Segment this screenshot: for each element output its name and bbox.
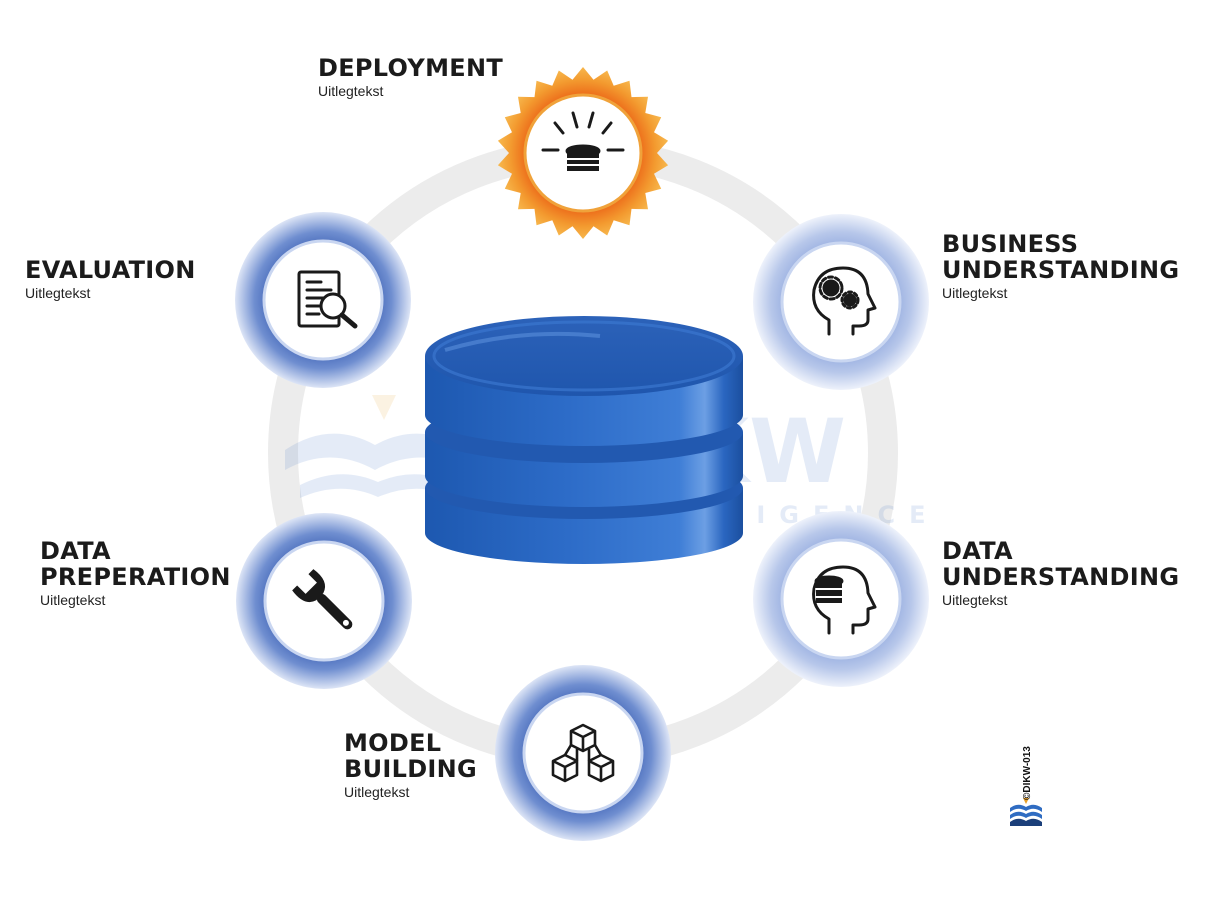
- stage-subtitle: Uitlegtekst: [25, 285, 91, 301]
- copyright-text: ©DIKW-013: [1022, 738, 1036, 804]
- document-magnifier-icon: [297, 270, 358, 329]
- stage-title: BUSINESS UNDERSTANDING: [942, 230, 1180, 284]
- dikw-logo: [1010, 798, 1042, 826]
- stage-node-data-understanding[interactable]: [753, 511, 929, 687]
- stage-node-business-understanding[interactable]: [753, 214, 929, 390]
- database-broadcast-icon: [541, 111, 625, 171]
- label-evaluation: EVALUATION Uitlegtekst: [25, 257, 196, 302]
- stage-title: DEPLOYMENT: [318, 54, 504, 82]
- stage-title: MODEL BUILDING: [344, 729, 478, 783]
- cubes-icon: [551, 723, 615, 783]
- stage-subtitle: Uitlegtekst: [942, 592, 1008, 608]
- label-business-understanding: BUSINESS UNDERSTANDING Uitlegtekst: [942, 231, 1179, 302]
- stage-node-deployment[interactable]: [497, 67, 669, 239]
- stage-title: DATA UNDERSTANDING: [942, 537, 1180, 591]
- label-data-understanding: DATA UNDERSTANDING Uitlegtekst: [942, 538, 1179, 609]
- stage-node-data-preperation[interactable]: [236, 513, 412, 689]
- database-graphic: [425, 316, 743, 564]
- head-database-icon: [812, 565, 877, 635]
- label-model-building: MODEL BUILDING Uitlegtekst: [344, 730, 477, 801]
- stage-subtitle: Uitlegtekst: [318, 83, 384, 99]
- label-deployment: DEPLOYMENT Uitlegtekst: [318, 55, 503, 100]
- stage-subtitle: Uitlegtekst: [344, 784, 410, 800]
- stage-subtitle: Uitlegtekst: [942, 285, 1008, 301]
- stage-title: DATA PREPERATION: [40, 537, 231, 591]
- stage-subtitle: Uitlegtekst: [40, 592, 106, 608]
- stage-title: EVALUATION: [25, 256, 196, 284]
- wrench-icon: [292, 569, 353, 630]
- stage-node-model-building[interactable]: [495, 665, 671, 841]
- stage-node-evaluation[interactable]: [235, 212, 411, 388]
- head-gears-icon: [812, 266, 877, 336]
- label-data-preperation: DATA PREPERATION Uitlegtekst: [40, 538, 231, 609]
- copyright-label: ©DIKW-013: [1022, 746, 1033, 800]
